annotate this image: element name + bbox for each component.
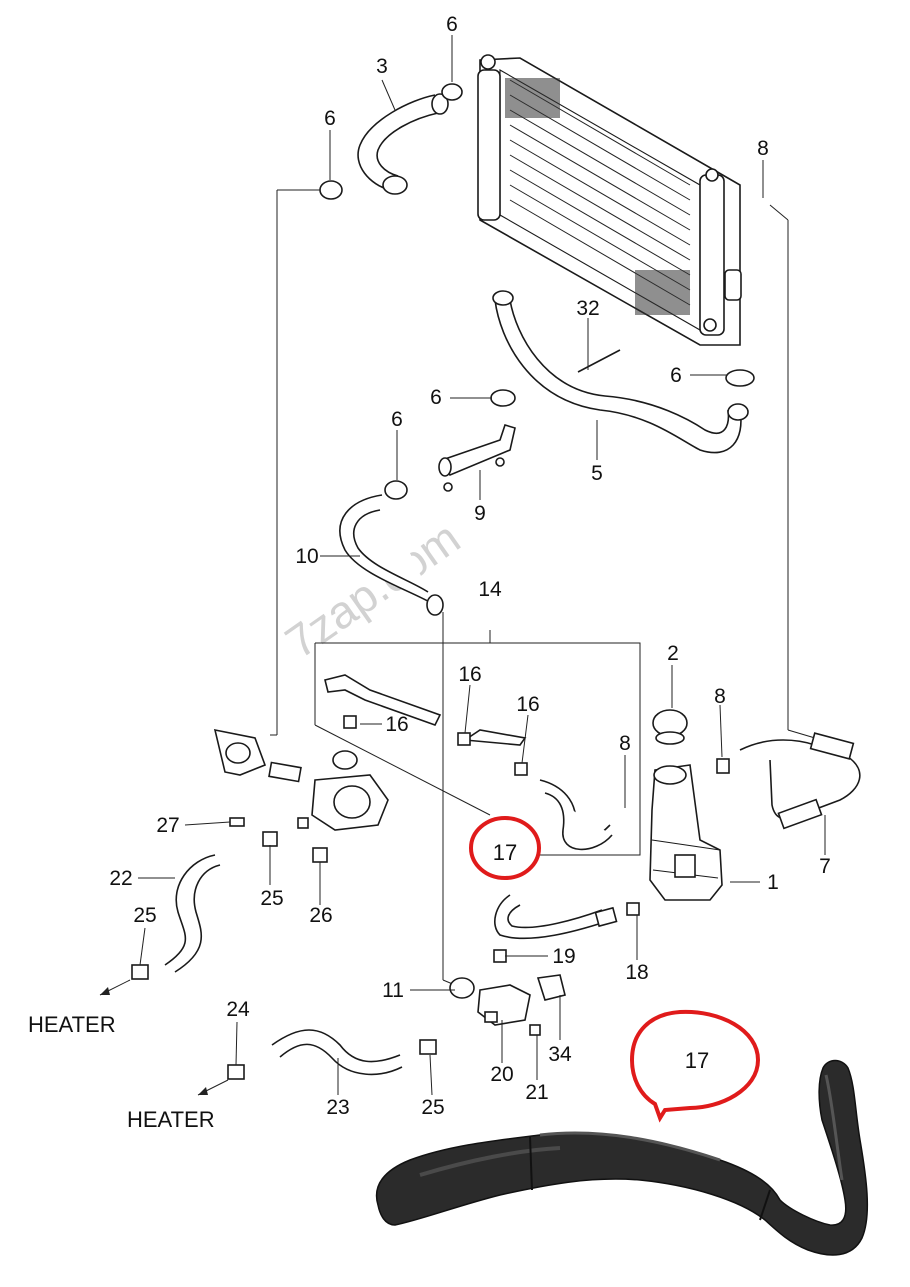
label-19: 19 <box>552 945 575 968</box>
label-8-right: 8 <box>714 685 726 708</box>
label-9: 9 <box>474 502 486 525</box>
label-8-top: 8 <box>757 137 769 160</box>
label-16-c: 16 <box>385 713 408 736</box>
photo-callout-bubble: 17 <box>629 1009 761 1123</box>
heater-label-lower: HEATER <box>127 1107 215 1132</box>
label-16-a: 16 <box>458 663 481 686</box>
label-32: 32 <box>576 297 599 320</box>
clamp-6-left <box>319 180 343 200</box>
label-23: 23 <box>326 1096 349 1119</box>
label-10: 10 <box>295 545 318 568</box>
leader-lines <box>138 35 826 1096</box>
label-17: 17 <box>493 840 517 865</box>
label-20: 20 <box>490 1063 513 1086</box>
label-5: 5 <box>591 462 603 485</box>
highlight-ring-17 <box>469 816 541 880</box>
radiator <box>477 54 742 346</box>
label-6-low: 6 <box>391 408 403 431</box>
label-6-left: 6 <box>324 107 336 130</box>
label-16-b: 16 <box>516 693 539 716</box>
label-25-a: 25 <box>260 887 283 910</box>
label-1: 1 <box>767 871 779 894</box>
label-2: 2 <box>667 642 679 665</box>
clamp-6-top <box>441 83 463 101</box>
label-8-mid: 8 <box>619 732 631 755</box>
heater-label-upper: HEATER <box>28 1012 116 1037</box>
label-6-right: 6 <box>670 364 682 387</box>
label-27: 27 <box>156 814 179 837</box>
label-25-c: 25 <box>421 1096 444 1119</box>
label-34: 34 <box>548 1043 572 1066</box>
label-21: 21 <box>525 1081 548 1104</box>
photo-callout-number: 17 <box>685 1048 709 1073</box>
label-26: 26 <box>309 904 332 927</box>
reservoir-1 <box>649 764 723 901</box>
label-22: 22 <box>109 867 132 890</box>
label-24: 24 <box>226 998 250 1021</box>
label-7: 7 <box>819 855 831 878</box>
radiator-core-grid <box>505 78 691 315</box>
thermostat-housing <box>213 728 389 831</box>
label-3: 3 <box>376 55 388 78</box>
label-11: 11 <box>382 979 404 1002</box>
hose-17-photo <box>375 1059 869 1256</box>
label-6-mid: 6 <box>430 386 442 409</box>
label-25-b: 25 <box>133 904 156 927</box>
pipe-9 <box>438 424 516 492</box>
label-6-top: 6 <box>446 13 458 36</box>
label-14: 14 <box>478 578 502 601</box>
label-18: 18 <box>625 961 648 984</box>
